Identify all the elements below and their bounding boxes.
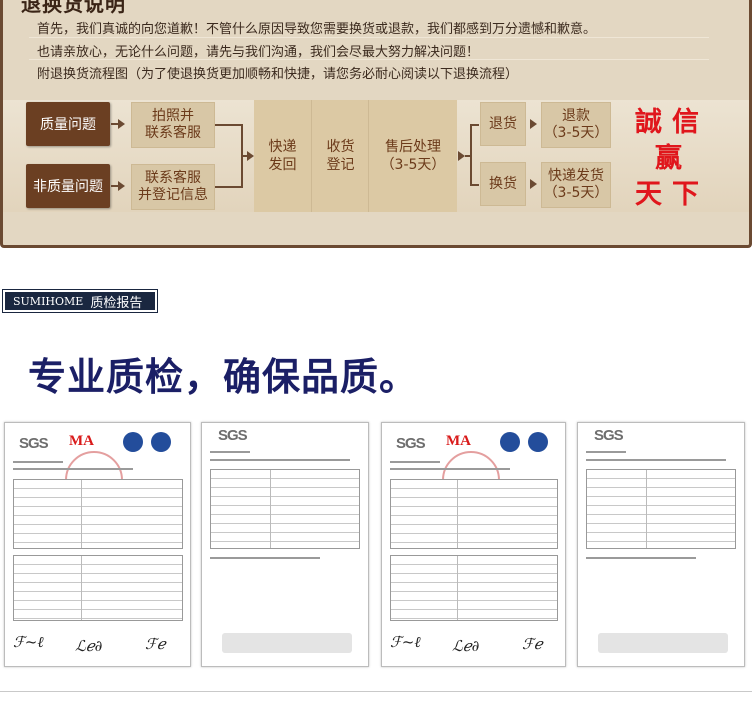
text-line <box>390 461 440 463</box>
photo-contact-text-1: 拍照并 <box>152 108 194 124</box>
signature-icon: ℱℯ <box>145 635 166 653</box>
text-line <box>586 451 626 453</box>
divider <box>0 691 752 692</box>
slogan-line-3: 天下 <box>635 179 709 210</box>
divider <box>29 59 709 60</box>
arrow-icon <box>458 151 465 161</box>
receive-register-box: 收货 登记 <box>311 100 369 212</box>
text-line <box>13 468 133 470</box>
signature-icon: ℱ~ℓ <box>390 633 421 651</box>
text-line <box>13 461 63 463</box>
text-line <box>586 557 696 559</box>
text-line <box>210 451 250 453</box>
brand-label: SUMIHOME <box>13 294 84 308</box>
express-return-text-2: 发回 <box>268 157 297 173</box>
photo-contact-box: 拍照并 联系客服 <box>131 102 215 148</box>
arrow-icon <box>530 119 537 129</box>
sgs-logo: SGS <box>218 427 248 444</box>
connector <box>470 184 479 186</box>
arrow-icon <box>530 179 537 189</box>
signature-icon: ℒℯ∂ <box>452 637 480 655</box>
text-line <box>586 459 726 461</box>
exchange-goods-box: 换货 <box>480 162 526 206</box>
certificate-image-1: SGS MA ℱ~ℓ ℒℯ∂ ℱℯ <box>4 422 191 667</box>
express-ship-box: 快递发货 （3-5天） <box>541 162 611 208</box>
receive-register-text-1: 收货 <box>326 139 355 155</box>
arrow-icon <box>118 119 125 129</box>
contact-register-text-2: 并登记信息 <box>138 187 208 203</box>
ma-logo: MA <box>69 433 94 449</box>
text-line <box>210 459 350 461</box>
connector <box>465 155 472 157</box>
sgs-logo: SGS <box>396 435 426 452</box>
sgs-logo: SGS <box>594 427 624 444</box>
return-goods-box: 退货 <box>480 102 526 146</box>
results-table <box>210 469 360 549</box>
section-tag-label: 质检报告 <box>90 295 143 311</box>
certificate-image-2: SGS <box>201 422 369 667</box>
notice-line-1: 首先，我们真诚的向您道歉！不管什么原因导致您需要换货或退款，我们都感到万分遗憾和… <box>37 22 597 37</box>
connector <box>215 124 242 126</box>
results-table <box>586 469 736 549</box>
refund-text-2: （3-5天） <box>543 125 609 141</box>
arrow-icon <box>118 181 125 191</box>
divider <box>29 37 709 38</box>
contact-register-text-1: 联系客服 <box>145 170 201 186</box>
refund-box: 退款 （3-5天） <box>541 102 611 148</box>
certificate-image-3: SGS MA ℱ~ℓ ℒℯ∂ ℱℯ <box>381 422 566 667</box>
connector <box>215 186 242 188</box>
sgs-logo: SGS <box>19 435 49 452</box>
express-return-text-1: 快递 <box>268 139 297 155</box>
express-return-box: 快递 发回 <box>254 100 311 212</box>
results-table <box>390 555 558 621</box>
signature-icon: ℱ~ℓ <box>13 633 44 651</box>
connector <box>111 123 119 125</box>
non-quality-issue-box: 非质量问题 <box>26 164 110 208</box>
info-table <box>13 479 183 549</box>
arrow-icon <box>247 151 254 161</box>
accreditation-logo-icon <box>151 432 171 452</box>
notice-line-3: 附退换货流程图（为了使退换货更加顺畅和快捷，请您务必耐心阅读以下退换流程） <box>37 67 519 82</box>
slogan-line-1: 誠信 <box>635 107 709 138</box>
after-sale-text-2: （3-5天） <box>380 157 446 173</box>
footer-logos <box>222 633 352 653</box>
slogan-line-2: 赢 <box>655 143 692 174</box>
info-table <box>390 479 558 549</box>
signature-icon: ℒℯ∂ <box>75 637 103 655</box>
return-policy-panel: 退换货说明 首先，我们真诚的向您道歉！不管什么原因导致您需要换货或退款，我们都感… <box>0 0 752 248</box>
connector <box>470 124 472 186</box>
section-tag: SUMIHOME 质检报告 <box>2 289 158 313</box>
text-line <box>390 468 510 470</box>
connector <box>111 185 119 187</box>
refund-text-1: 退款 <box>562 108 590 124</box>
connector <box>241 155 247 157</box>
footer-logos <box>598 633 728 653</box>
certificate-image-4: SGS <box>577 422 745 667</box>
express-ship-text-2: （3-5天） <box>543 185 609 201</box>
accreditation-logo-icon <box>528 432 548 452</box>
after-sale-box: 售后处理 （3-5天） <box>368 100 457 212</box>
quality-issue-box: 质量问题 <box>26 102 110 146</box>
photo-contact-text-2: 联系客服 <box>145 125 201 141</box>
accreditation-logo-icon <box>500 432 520 452</box>
express-ship-text-1: 快递发货 <box>548 168 604 184</box>
accreditation-logo-icon <box>123 432 143 452</box>
connector <box>470 124 479 126</box>
ma-logo: MA <box>446 433 471 449</box>
notice-line-2: 也请亲放心，无论什么问题，请先与我们沟通，我们会尽最大努力解决问题！ <box>37 45 480 60</box>
headline: 专业质检，确保品质。 <box>28 355 419 399</box>
after-sale-text-1: 售后处理 <box>385 139 441 155</box>
receive-register-text-2: 登记 <box>326 157 355 173</box>
contact-register-box: 联系客服 并登记信息 <box>131 164 215 210</box>
signature-icon: ℱℯ <box>522 635 543 653</box>
panel-title: 退换货说明 <box>21 0 126 16</box>
results-table <box>13 555 183 621</box>
text-line <box>210 557 320 559</box>
